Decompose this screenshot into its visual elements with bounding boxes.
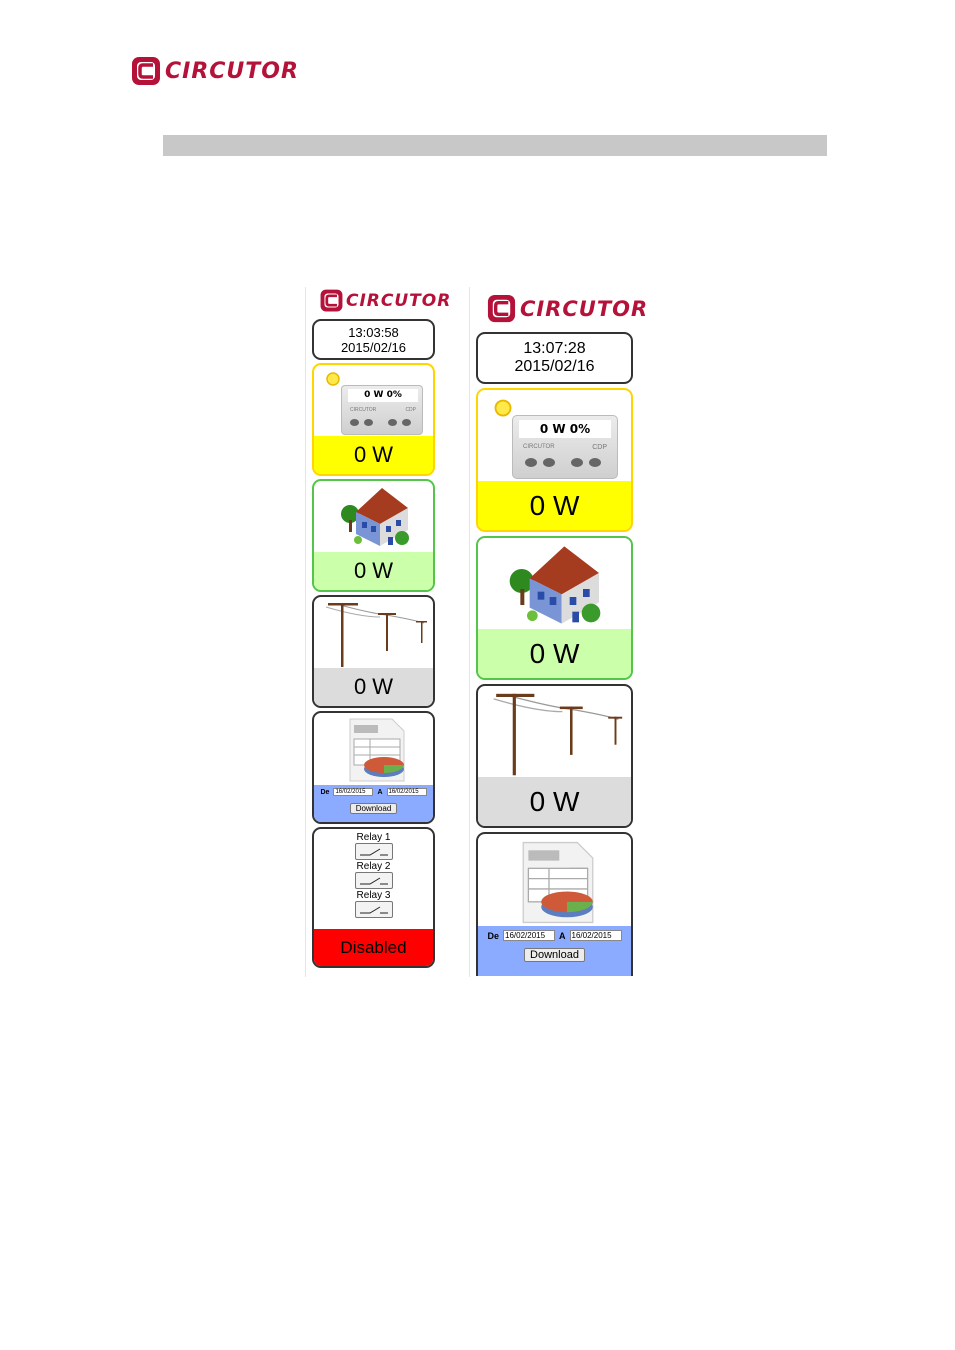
from-date-input[interactable]: 16/02/2015: [503, 930, 555, 941]
status-text: Disabled: [340, 937, 407, 957]
grid-value: 0 W: [529, 785, 580, 817]
app-logo: CIRCUTOR: [486, 293, 648, 324]
sun-icon: [494, 399, 512, 417]
document-header-logo: CIRCUTOR: [130, 55, 299, 87]
relays-tile: Relay 1 Relay 2 Relay 3 Disabled: [312, 827, 435, 968]
relay-1-label: Relay 1: [356, 832, 391, 843]
clock-date: 2015/02/16: [340, 339, 407, 355]
relay-3-label: Relay 3: [356, 890, 391, 901]
clock-time: 13:03:58: [348, 324, 399, 340]
spreadsheet-chart-icon: [349, 718, 405, 782]
device-display: 0 W 0%: [348, 389, 418, 402]
power-lines-icon: [493, 693, 623, 776]
section-header-bar: [163, 135, 827, 156]
device-brand: CIRCUTOR: [523, 444, 555, 450]
screenshot-large: CIRCUTOR 13:07:28 2015/02/16 0 W 0% CIRC…: [469, 287, 659, 977]
house-value-bar: 0 W: [314, 552, 433, 590]
download-area: De 16/02/2015 A 16/02/2015 Download: [478, 926, 631, 976]
to-date-input[interactable]: 16/02/2015: [386, 788, 427, 796]
to-label: A: [377, 788, 383, 796]
relay-switch-icon[interactable]: [354, 843, 393, 860]
to-date-input[interactable]: 16/02/2015: [569, 930, 622, 941]
spreadsheet-chart-icon: [522, 841, 594, 924]
cdp-device-icon: 0 W 0% CIRCUTOR CDP: [512, 415, 618, 479]
report-tile: De 16/02/2015 A 16/02/2015 Download: [476, 832, 633, 976]
date-range-row: De 16/02/2015 A 16/02/2015: [478, 930, 631, 941]
device-model: CDP: [405, 407, 416, 413]
device-display: 0 W 0%: [519, 420, 611, 438]
power-lines-icon: [325, 603, 427, 667]
house-tile[interactable]: 0 W: [312, 479, 435, 592]
report-tile: De 16/02/2015 A 16/02/2015 Download: [312, 711, 435, 824]
download-area: De 16/02/2015 A 16/02/2015 Download: [314, 785, 433, 822]
clock-date: 2015/02/16: [514, 358, 595, 375]
download-button[interactable]: Download: [349, 803, 398, 814]
relay-list: Relay 1 Relay 2 Relay 3: [314, 832, 433, 918]
grid-value-bar: 0 W: [314, 668, 433, 706]
screenshot-small: CIRCUTOR 13:03:58 2015/02/16 0 W 0% CIRC…: [305, 287, 470, 977]
relay-2-label: Relay 2: [356, 861, 391, 872]
from-label: De: [320, 788, 330, 796]
circutor-logo-icon: [320, 289, 343, 312]
device-brand: CIRCUTOR: [350, 407, 377, 413]
brand-name: CIRCUTOR: [520, 296, 649, 321]
status-bar: Disabled: [314, 929, 433, 966]
grid-tile[interactable]: 0 W: [476, 684, 633, 828]
solar-value-bar: 0 W: [478, 481, 631, 530]
clock-box: 13:07:28 2015/02/16: [476, 332, 633, 384]
grid-value-bar: 0 W: [478, 777, 631, 826]
solar-tile[interactable]: 0 W 0% CIRCUTOR CDP 0 W: [312, 363, 435, 476]
circutor-logo-icon: [132, 57, 160, 85]
clock-box: 13:03:58 2015/02/16: [312, 319, 435, 360]
solar-value: 0 W: [529, 489, 580, 521]
cdp-device-icon: 0 W 0% CIRCUTOR CDP: [341, 385, 423, 435]
circutor-logo-icon: [487, 294, 516, 323]
brand-name: CIRCUTOR: [165, 58, 299, 84]
house-value: 0 W: [529, 637, 580, 669]
download-button[interactable]: Download: [524, 948, 585, 962]
house-tile[interactable]: 0 W: [476, 536, 633, 680]
app-logo: CIRCUTOR: [319, 288, 451, 313]
device-model: CDP: [592, 444, 607, 451]
house-value: 0 W: [353, 558, 394, 583]
brand-name: CIRCUTOR: [346, 290, 452, 311]
relay-switch-icon[interactable]: [354, 901, 393, 918]
sun-icon: [326, 372, 340, 386]
house-icon: [509, 546, 601, 624]
solar-value-bar: 0 W: [314, 436, 433, 474]
to-label: A: [559, 930, 566, 941]
from-label: De: [487, 930, 499, 941]
solar-tile[interactable]: 0 W 0% CIRCUTOR CDP 0 W: [476, 388, 633, 532]
date-range-row: De 16/02/2015 A 16/02/2015: [314, 788, 433, 796]
clock-time: 13:07:28: [523, 340, 586, 357]
grid-value: 0 W: [353, 674, 394, 699]
house-value-bar: 0 W: [478, 629, 631, 678]
house-icon: [341, 488, 409, 546]
from-date-input[interactable]: 16/02/2015: [333, 788, 374, 796]
grid-tile[interactable]: 0 W: [312, 595, 435, 708]
solar-value: 0 W: [353, 442, 394, 467]
relay-switch-icon[interactable]: [354, 872, 393, 889]
